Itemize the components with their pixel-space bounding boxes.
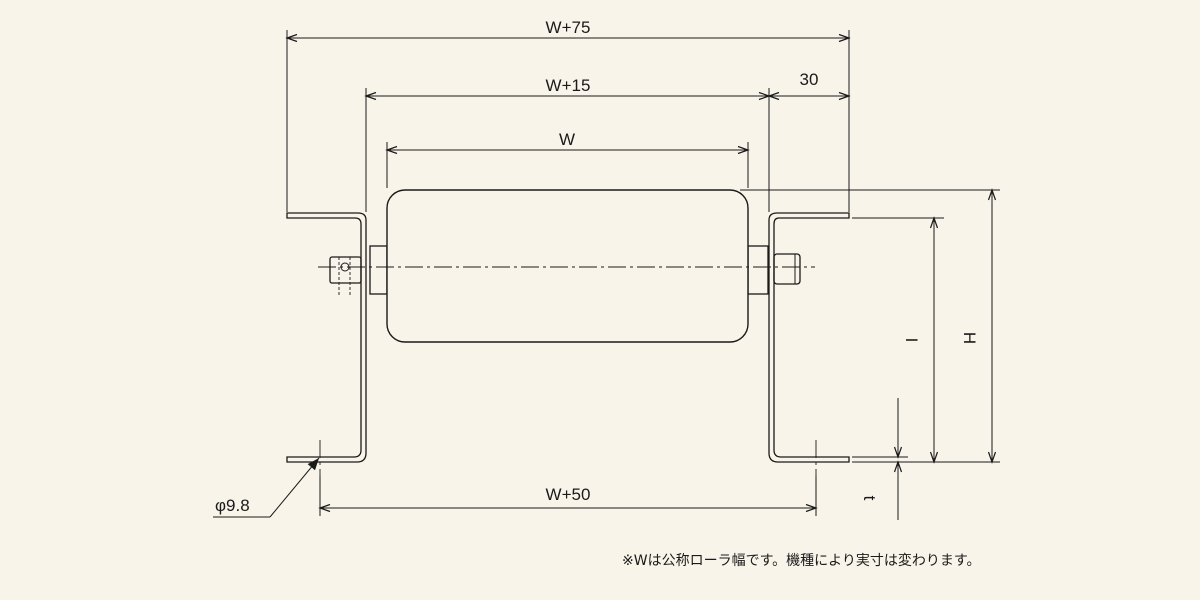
label-overall-width: W+75 [546,18,591,37]
roller-body [386,189,749,343]
label-bracket-offset: 30 [800,70,819,89]
left-bracket [286,212,367,463]
right-axle-stub [773,253,801,285]
label-roller-width: W [559,130,575,149]
label-axle-height: I [902,338,921,343]
footnote: ※Wは公称ローラ幅です。機種により実寸は変わります。 [622,553,981,569]
label-hole-pitch: W+50 [546,485,591,504]
right-hex-nut [747,245,769,295]
label-hole-diameter: φ9.8 [215,496,250,515]
label-thickness: t [860,496,879,501]
right-bracket [768,212,850,463]
label-height: H [960,332,979,344]
hole-leader [269,457,320,518]
label-frame-width: W+15 [546,76,591,95]
left-axle-stub [329,256,362,284]
left-hex-nut [369,245,388,295]
